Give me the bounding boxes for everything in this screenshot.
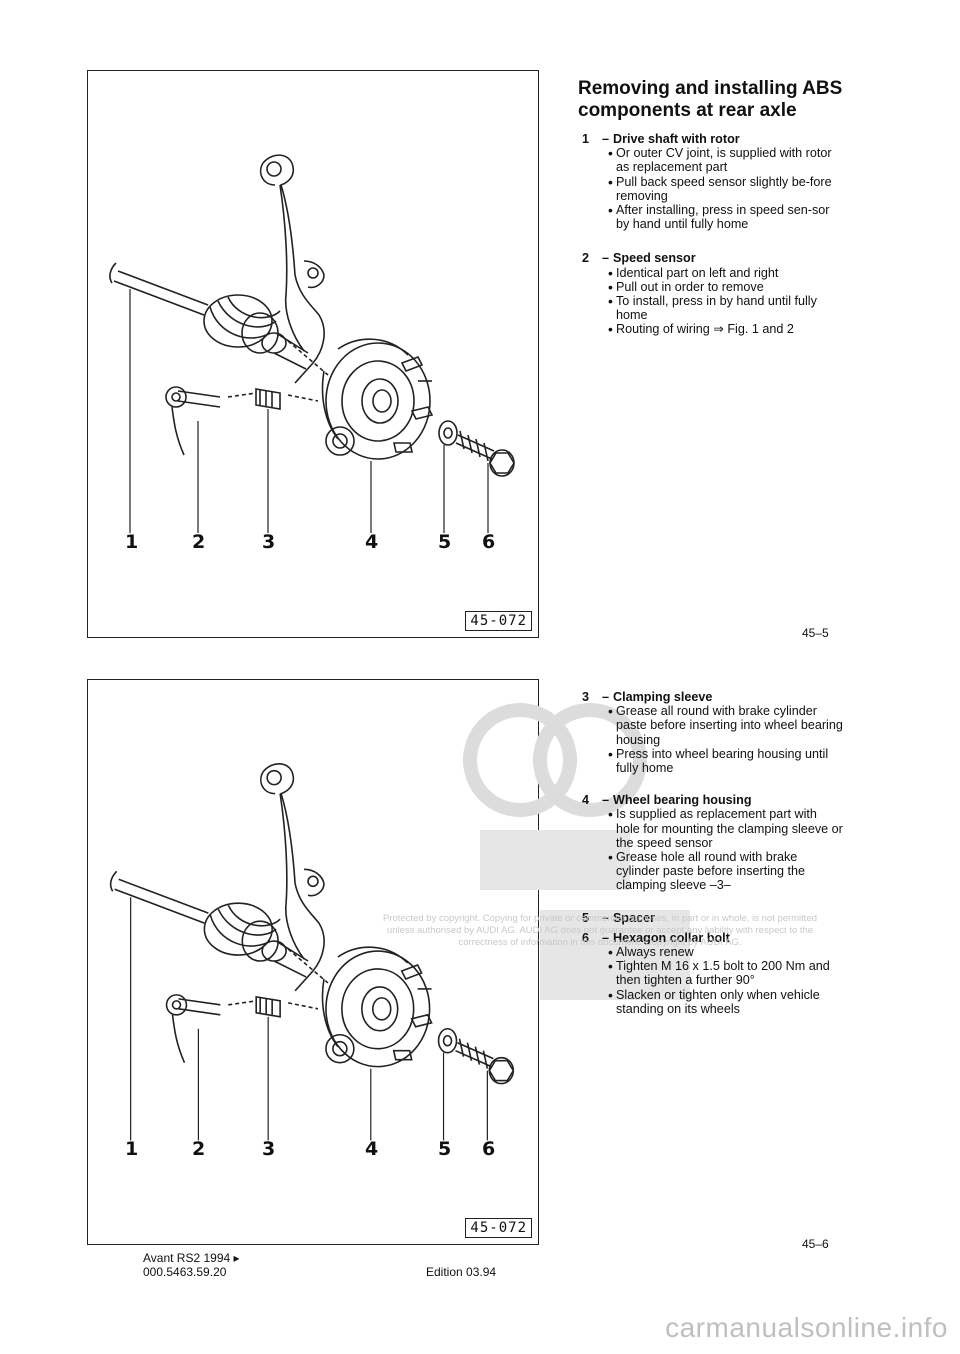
model-label: Avant RS2 1994 ▸ — [143, 1251, 240, 1265]
page-number: 45–6 — [802, 1237, 829, 1251]
page2-item-list: 3–Clamping sleeve Grease all round with … — [582, 690, 844, 1030]
copyright-watermark-text: Protected by copyright. Copying for priv… — [382, 913, 818, 948]
footer-model: Avant RS2 1994 ▸ 000.5463.59.20 — [143, 1251, 240, 1279]
callout-3: 3 — [262, 531, 276, 553]
page1-item-list: 1–Drive shaft with rotor Or outer CV joi… — [582, 132, 844, 351]
bullet: Always renew — [608, 945, 844, 959]
list-item: 6–Hexagon collar bolt Always renew Tight… — [582, 931, 844, 1016]
callout-4: 4 — [365, 1138, 379, 1160]
list-item: 5–Spacer — [582, 910, 656, 925]
callout-2: 2 — [192, 1138, 206, 1160]
figure-number: 45-072 — [465, 1218, 532, 1238]
rear-axle-exploded-drawing-2 — [109, 763, 515, 1141]
page-title: Removing and installing ABS components a… — [578, 78, 843, 121]
figure-2: 1 2 3 4 5 6 45-072 — [87, 679, 539, 1245]
callout-1: 1 — [125, 1138, 139, 1160]
page-number: 45–5 — [802, 626, 829, 640]
bullet: Is supplied as replacement part with hol… — [608, 807, 844, 850]
callout-6: 6 — [482, 531, 496, 553]
item-number: 1 — [582, 132, 590, 146]
bullet: Slacken or tighten only when vehicle sta… — [608, 988, 844, 1016]
item-heading: Clamping sleeve — [613, 690, 713, 704]
part-number: 000.5463.59.20 — [143, 1265, 227, 1279]
list-item: 2–Speed sensor Identical part on left an… — [582, 251, 844, 336]
item-heading: Speed sensor — [613, 251, 696, 266]
item-number: 6 — [582, 930, 590, 945]
bullet: Grease all round with brake cylinder pas… — [608, 704, 844, 747]
item-heading: Drive shaft with rotor — [613, 132, 740, 146]
item-number: 4 — [582, 793, 590, 808]
website-watermark: carmanualsonline.info — [665, 1312, 948, 1343]
bullet: Routing of wiring ⇒ Fig. 1 and 2 — [608, 322, 844, 336]
bullet: Or outer CV joint, is supplied with roto… — [608, 146, 844, 174]
callout-5: 5 — [438, 531, 452, 553]
item-heading: Spacer — [613, 910, 656, 925]
bullet: Tighten M 16 x 1.5 bolt to 200 Nm and th… — [608, 959, 844, 987]
bullet: Identical part on left and right — [608, 266, 844, 280]
item-number: 3 — [582, 690, 590, 704]
callout-4: 4 — [365, 531, 379, 553]
bullet: Pull back speed sensor slightly be-fore … — [608, 175, 844, 203]
item-heading: Hexagon collar bolt — [613, 930, 730, 945]
bullet: To install, press in by hand until fully… — [608, 294, 844, 322]
figure-1: 1 2 3 4 5 6 45-072 — [87, 70, 539, 638]
list-item: 4–Wheel bearing housing Is supplied as r… — [582, 793, 844, 892]
rear-axle-exploded-drawing-1 — [109, 154, 515, 533]
bullet: Press into wheel bearing housing until f… — [608, 747, 844, 775]
callout-1: 1 — [125, 531, 139, 553]
callout-6: 6 — [482, 1138, 496, 1160]
figure-number: 45-072 — [465, 611, 532, 631]
list-item: 3–Clamping sleeve Grease all round with … — [582, 690, 844, 775]
callout-5: 5 — [438, 1138, 452, 1160]
callout-row-1: 1 2 3 4 5 6 — [88, 523, 538, 553]
item-number: 2 — [582, 251, 590, 266]
bullet: Grease hole all round with brake cylinde… — [608, 850, 844, 893]
callout-3: 3 — [262, 1138, 276, 1160]
bullet: After installing, press in speed sen-sor… — [608, 203, 844, 231]
callout-row-2: 1 2 3 4 5 6 — [88, 1130, 538, 1160]
item-heading: Wheel bearing housing — [613, 793, 752, 808]
callout-2: 2 — [192, 531, 206, 553]
item-number: 5 — [582, 910, 590, 925]
bullet: Pull out in order to remove — [608, 280, 844, 294]
footer-edition: Edition 03.94 — [426, 1265, 497, 1279]
list-item: 1–Drive shaft with rotor Or outer CV joi… — [582, 132, 844, 231]
